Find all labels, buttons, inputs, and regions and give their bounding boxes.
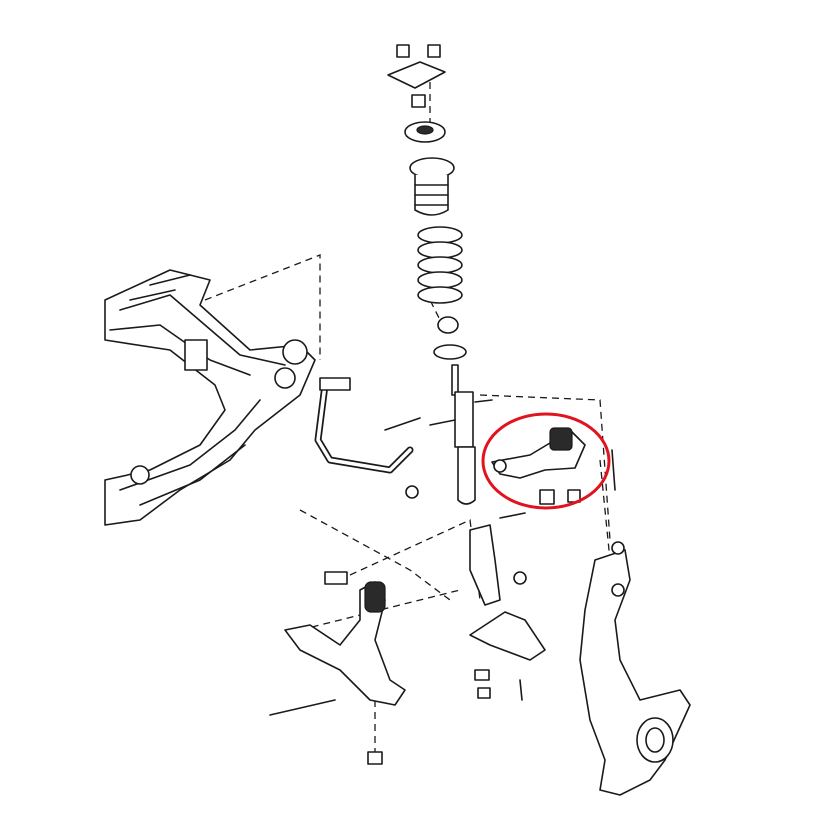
strut-assembly — [387, 44, 526, 519]
stabilizer-bar — [314, 377, 421, 499]
strut-fork — [469, 524, 527, 606]
lower-control-arm — [269, 571, 406, 765]
ball-joint — [469, 611, 546, 701]
coil-spring — [417, 226, 463, 304]
highlight-ellipse — [481, 412, 611, 510]
front-subframe — [104, 269, 316, 526]
upper-control-arm — [491, 427, 616, 505]
steering-knuckle — [579, 541, 691, 796]
